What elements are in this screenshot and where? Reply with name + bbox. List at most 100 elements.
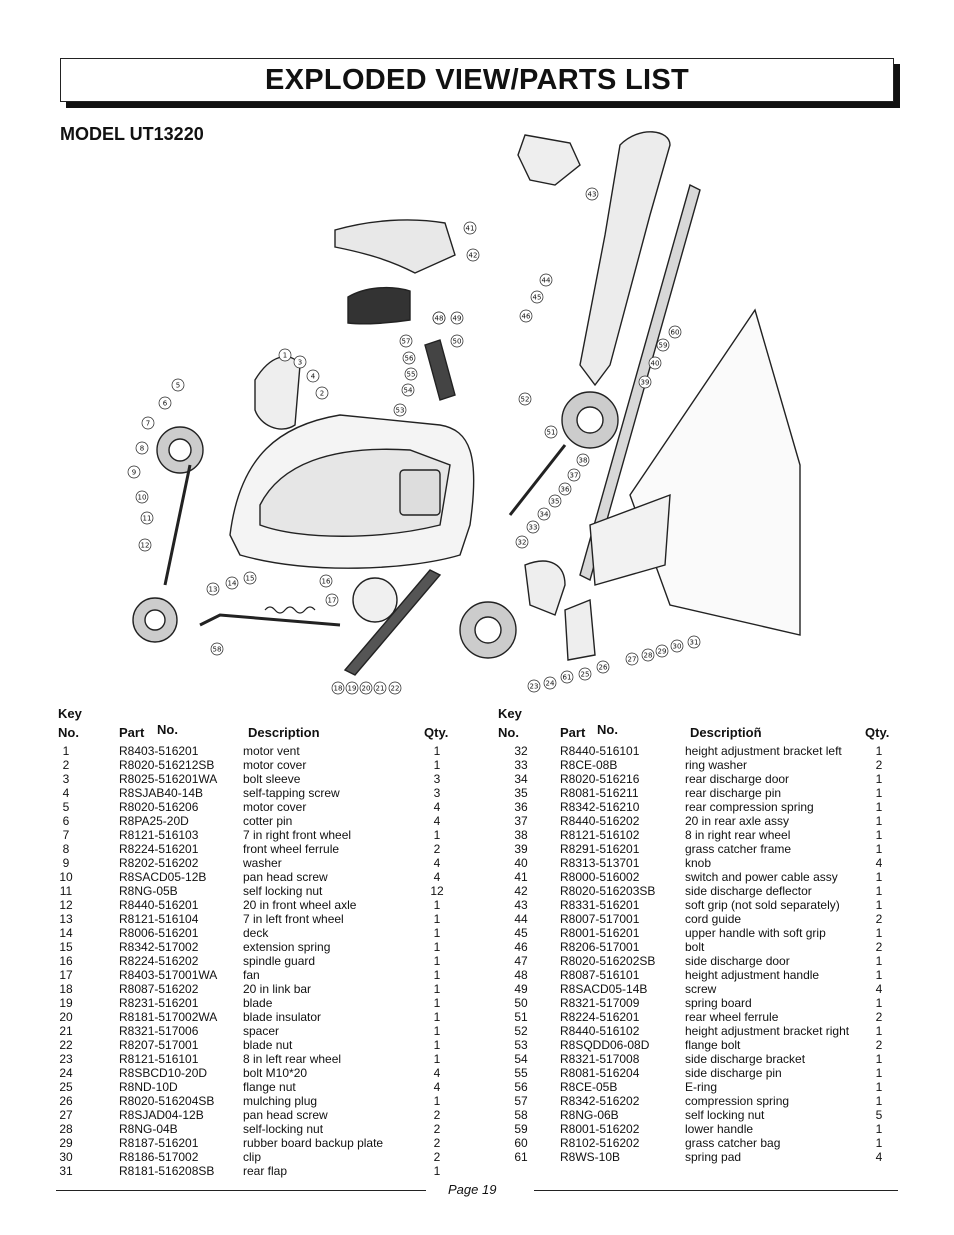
svg-text:1: 1 <box>283 352 287 360</box>
description-cell: screw <box>685 982 717 996</box>
svg-text:36: 36 <box>561 486 570 494</box>
callout-28: 28 <box>641 648 655 662</box>
key-cell: 25 <box>59 1080 73 1094</box>
description-cell: side discharge deflector <box>685 884 812 898</box>
svg-text:4: 4 <box>311 373 316 381</box>
part-number-cell: R8SQDD06-08D <box>560 1038 650 1052</box>
key-cell: 3 <box>62 772 70 786</box>
qty-cell: 1 <box>433 758 441 772</box>
key-cell: 6 <box>62 814 70 828</box>
svg-text:13: 13 <box>209 586 218 594</box>
page-title: EXPLODED VIEW/PARTS LIST <box>265 64 689 96</box>
qty-header-right: Qty. <box>865 725 890 740</box>
callout-6: 6 <box>158 396 172 410</box>
qty-cell: 1 <box>875 926 883 940</box>
callout-43: 43 <box>585 187 599 201</box>
key-cell: 46 <box>514 940 528 954</box>
svg-text:46: 46 <box>522 313 531 321</box>
svg-text:45: 45 <box>533 294 542 302</box>
part-number-cell: R8342-516210 <box>560 800 640 814</box>
key-cell: 31 <box>59 1164 73 1178</box>
description-cell: 20 in link bar <box>243 982 312 996</box>
part-number-cell: R8313-513701 <box>560 856 640 870</box>
key-cell: 51 <box>514 1010 528 1024</box>
callout-11: 11 <box>140 511 154 525</box>
callout-21: 21 <box>373 681 387 695</box>
svg-text:42: 42 <box>469 252 478 260</box>
qty-cell: 2 <box>433 1108 441 1122</box>
description-cell: E-ring <box>685 1080 718 1094</box>
callout-48: 48 <box>432 311 446 325</box>
callout-27: 27 <box>625 652 639 666</box>
title-box: EXPLODED VIEW/PARTS LIST <box>60 58 894 102</box>
callout-25: 25 <box>578 667 592 681</box>
part-number-cell: R8087-516202 <box>119 982 199 996</box>
key-cell: 50 <box>514 996 528 1010</box>
part-number-cell: R8102-516202 <box>560 1136 640 1150</box>
svg-text:44: 44 <box>542 277 551 285</box>
part-number-cell: R8440-516201 <box>119 898 199 912</box>
qty-cell: 2 <box>875 912 883 926</box>
description-cell: height adjustment bracket left <box>685 744 842 758</box>
key-cell: 15 <box>59 940 73 954</box>
part-number-cell: R8440-516102 <box>560 1024 640 1038</box>
callout-39: 39 <box>638 375 652 389</box>
key-cell: 59 <box>514 1122 528 1136</box>
description-cell: 20 in front wheel axle <box>243 898 357 912</box>
qty-cell: 1 <box>875 968 883 982</box>
description-cell: cotter pin <box>243 814 293 828</box>
svg-text:12: 12 <box>141 542 150 550</box>
svg-text:23: 23 <box>530 683 539 691</box>
qty-cell: 4 <box>433 800 441 814</box>
callout-15: 15 <box>243 571 257 585</box>
qty-cell: 1 <box>433 1010 441 1024</box>
description-cell: front wheel ferrule <box>243 842 340 856</box>
qty-cell: 1 <box>875 828 883 842</box>
part-number-cell: R8020-516202SB <box>560 954 656 968</box>
qty-cell: 2 <box>433 1122 441 1136</box>
callout-53: 53 <box>393 403 407 417</box>
switch-box-shape <box>517 134 581 186</box>
qty-cell: 1 <box>433 982 441 996</box>
description-cell: blade <box>243 996 273 1010</box>
part-number-cell: R8SACD05-14B <box>560 982 648 996</box>
part-number-cell: R8440-516202 <box>560 814 640 828</box>
callout-26: 26 <box>596 660 610 674</box>
part-number-cell: R8020-516206 <box>119 800 199 814</box>
part-number-cell: R8121-516103 <box>119 828 199 842</box>
part-number-cell: R8224-516201 <box>119 842 199 856</box>
svg-text:27: 27 <box>628 656 637 664</box>
svg-text:11: 11 <box>143 515 152 523</box>
description-cell: 7 in right front wheel <box>243 828 352 842</box>
qty-cell: 1 <box>875 884 883 898</box>
description-cell: ring washer <box>685 758 748 772</box>
qty-cell: 1 <box>875 1066 883 1080</box>
description-cell: soft grip (not sold separately) <box>685 898 840 912</box>
qty-cell: 2 <box>433 1136 441 1150</box>
description-cell: rear wheel ferrule <box>685 1010 779 1024</box>
callout-59: 59 <box>656 338 670 352</box>
svg-text:52: 52 <box>521 396 530 404</box>
callout-31: 31 <box>687 635 701 649</box>
callout-20: 20 <box>359 681 373 695</box>
qty-cell: 1 <box>433 954 441 968</box>
qty-cell: 1 <box>433 1038 441 1052</box>
key-no-header-left: No. <box>58 725 79 740</box>
